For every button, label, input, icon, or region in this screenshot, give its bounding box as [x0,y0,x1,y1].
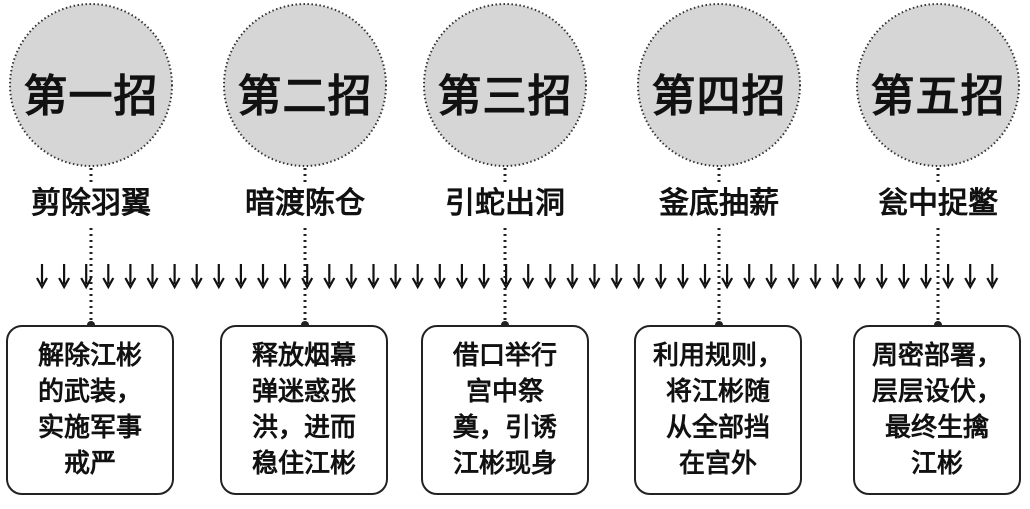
step-label: 第一招 [23,71,159,122]
down-arrow-icon [986,264,999,290]
down-arrow-icon [920,264,932,290]
down-arrow-icon [787,264,800,290]
step-circle [223,3,387,167]
step-circle [856,3,1020,167]
down-arrow-icon [522,264,535,290]
down-arrow-icon [964,264,977,290]
down-arrow-icon [875,264,888,290]
down-arrow-icon [721,264,734,290]
step-description: 解除江彬 的武装， 实施军事 戒严 [37,341,142,479]
down-arrow-icon [411,264,424,290]
step-description-box: 解除江彬 的武装， 实施军事 戒严 [6,325,174,495]
down-arrow-icon [809,264,822,290]
down-arrow-icon [433,264,446,290]
down-arrow-icon [257,264,269,290]
down-arrow-icon [102,264,115,290]
down-arrow-icon [124,264,137,290]
down-arrow-icon [610,264,623,290]
down-arrow-icon [544,264,557,290]
down-arrow-icon [190,264,203,290]
down-arrow-icon [588,264,601,290]
down-arrow-icon [323,264,336,290]
step-label: 第二招 [237,71,373,122]
step-description: 借口举行 宫中祭 奠，引诱 江彬现身 [452,341,557,479]
down-arrow-icon [367,264,380,290]
down-arrow-icon [146,264,159,290]
step-description-box: 利用规则， 将江彬随 从全部挡 在宫外 [634,325,802,495]
step-description: 利用规则， 将江彬随 从全部挡 在宫外 [653,341,784,479]
down-arrow-icon [279,264,292,290]
down-arrow-icon [234,264,247,290]
down-arrow-icon [58,264,71,290]
down-arrow-icon [345,264,358,290]
down-arrow-icon [853,264,866,290]
step-description-box: 借口举行 宫中祭 奠，引诱 江彬现身 [421,325,589,495]
step-label: 第五招 [870,71,1006,122]
step-title: 釜底抽薪 [619,184,819,224]
step-description: 释放烟幕 弹迷惑张 洪，进而 稳住江彬 [251,341,356,479]
down-arrow-icon [455,264,468,290]
step-label: 第四招 [651,71,787,122]
step-title: 暗渡陈仓 [205,184,405,224]
down-arrow-icon [699,264,711,290]
down-arrow-icon [654,264,667,290]
down-arrow-icon [301,264,314,290]
step-title: 引蛇出洞 [405,184,605,224]
step-label: 第三招 [437,71,573,122]
down-arrow-icon [168,264,181,290]
down-arrow-icon [831,264,844,290]
step-description: 周密部署， 层层设伏， 最终生擒 江彬 [872,341,1003,479]
down-arrow-icon [676,264,689,290]
down-arrow-icon [212,264,225,290]
down-arrow-icon [743,264,756,290]
step-title: 瓮中捉鳖 [838,184,1030,224]
down-arrow-icon [897,264,910,290]
step-circle [9,3,173,167]
down-arrow-icon [632,264,645,290]
down-arrow-icon [566,264,579,290]
step-circle [637,3,801,167]
down-arrow-icon [478,264,490,290]
down-arrow-icon [942,264,955,290]
step-circle [423,3,587,167]
down-arrow-icon [80,264,93,290]
down-arrow-icon [36,264,48,290]
step-description-box: 周密部署， 层层设伏， 最终生擒 江彬 [853,325,1021,495]
step-description-box: 释放烟幕 弹迷惑张 洪，进而 稳住江彬 [220,325,388,495]
step-title: 剪除羽翼 [0,184,191,224]
down-arrow-icon [765,264,778,290]
down-arrow-icon [500,264,513,290]
down-arrow-icon [389,264,402,290]
